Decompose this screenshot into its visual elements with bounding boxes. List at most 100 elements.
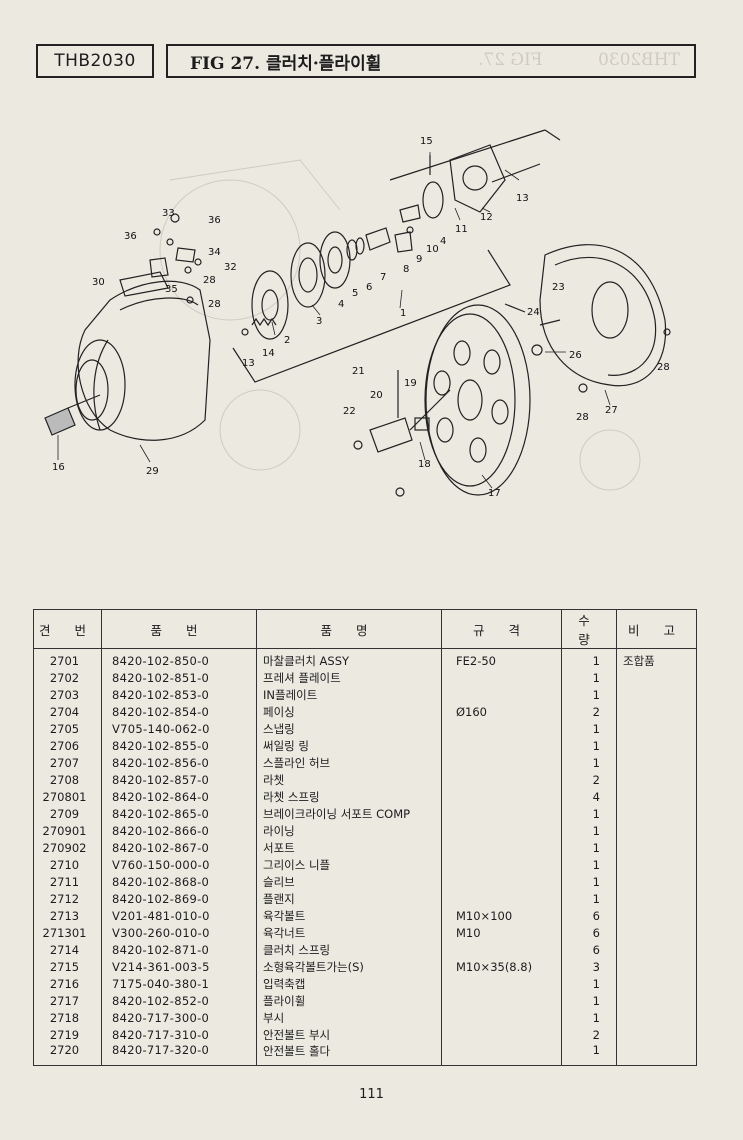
cell-qty: 6 — [561, 907, 617, 924]
cell-spec — [441, 890, 562, 907]
cell-no: 2710 — [33, 856, 102, 873]
cell-part: 8420-102-851-0 — [101, 669, 257, 686]
cell-no: 2705 — [33, 720, 102, 737]
callout: 34 — [208, 247, 221, 258]
callout: 36 — [124, 231, 137, 242]
callout: 2 — [284, 335, 290, 346]
cell-remark — [616, 975, 697, 992]
callout-labels: 15 13 12 11 4 10 9 8 7 6 5 4 1 3 2 14 13… — [52, 136, 670, 499]
cell-spec — [441, 754, 562, 771]
callout: 35 — [165, 284, 178, 295]
cell-qty: 1 — [561, 754, 617, 771]
cell-no: 2714 — [33, 941, 102, 958]
cell-name: 프레셔 플레이트 — [256, 669, 442, 686]
cell-qty: 3 — [561, 958, 617, 975]
brake-cover — [539, 244, 667, 387]
cell-part: 8420-717-320-0 — [101, 1043, 257, 1066]
cell-remark — [616, 958, 697, 975]
cell-qty: 1 — [561, 737, 617, 754]
cell-name: 입력축캡 — [256, 975, 442, 992]
cell-name: 페이싱 — [256, 703, 442, 720]
callout: 13 — [516, 193, 529, 204]
cell-no: 270902 — [33, 839, 102, 856]
callout: 20 — [370, 390, 383, 401]
cell-spec — [441, 839, 562, 856]
cell-spec — [441, 1043, 562, 1066]
callout: 28 — [208, 299, 221, 310]
cell-remark — [616, 890, 697, 907]
cell-spec — [441, 720, 562, 737]
cell-name: 그리이스 니플 — [256, 856, 442, 873]
cell-no: 2707 — [33, 754, 102, 771]
cell-no: 2703 — [33, 686, 102, 703]
column-header: 규 격 — [441, 609, 562, 649]
cell-part: 8420-717-310-0 — [101, 1026, 257, 1043]
cell-name: 마찰클러치 ASSY — [256, 648, 442, 669]
cell-name: 육각볼트 — [256, 907, 442, 924]
cell-qty: 1 — [561, 648, 617, 669]
column-header: 비 고 — [616, 609, 697, 649]
cell-qty: 1 — [561, 890, 617, 907]
cell-spec — [441, 686, 562, 703]
callout: 33 — [162, 208, 175, 219]
cell-no: 270901 — [33, 822, 102, 839]
flywheel — [424, 304, 531, 496]
cell-name: 안전볼트 부시 — [256, 1026, 442, 1043]
callout: 28 — [203, 275, 216, 286]
cell-spec — [441, 856, 562, 873]
cell-no: 2718 — [33, 1009, 102, 1026]
input-shaft-cap — [44, 394, 101, 436]
cell-no: 2713 — [33, 907, 102, 924]
cell-spec: M10 — [441, 924, 562, 941]
cell-part: 8420-102-868-0 — [101, 873, 257, 890]
cell-remark — [616, 669, 697, 686]
cell-spec — [441, 805, 562, 822]
cell-qty: 1 — [561, 720, 617, 737]
cell-name: 써일링 링 — [256, 737, 442, 754]
cell-name: 소형육각볼트가는(S) — [256, 958, 442, 975]
cell-no: 2711 — [33, 873, 102, 890]
cell-qty: 2 — [561, 771, 617, 788]
cell-qty: 6 — [561, 924, 617, 941]
cell-spec — [441, 788, 562, 805]
cell-qty: 1 — [561, 669, 617, 686]
cell-spec — [441, 941, 562, 958]
callout: 11 — [455, 224, 468, 235]
callout: 10 — [426, 244, 439, 255]
cell-name: 육각너트 — [256, 924, 442, 941]
callout: 13 — [242, 358, 255, 369]
cell-spec — [441, 975, 562, 992]
cell-spec — [441, 771, 562, 788]
callout: 8 — [403, 264, 409, 275]
cell-remark — [616, 1026, 697, 1043]
cell-name: 서포트 — [256, 839, 442, 856]
cell-remark — [616, 686, 697, 703]
page-number: 111 — [359, 1087, 384, 1102]
callout: 14 — [262, 348, 275, 359]
cell-no: 2720 — [33, 1043, 102, 1066]
cell-remark — [616, 941, 697, 958]
cell-part: 8420-102-856-0 — [101, 754, 257, 771]
bleed-through-text: FIG 27. — [478, 50, 543, 70]
cell-part: 8420-102-865-0 — [101, 805, 257, 822]
cell-part: V214-361-003-5 — [101, 958, 257, 975]
callout: 24 — [527, 307, 540, 318]
cell-spec — [441, 822, 562, 839]
cell-name: 라쳇 — [256, 771, 442, 788]
cell-spec: FE2-50 — [441, 648, 562, 669]
cell-no: 271301 — [33, 924, 102, 941]
cell-spec: M10×35(8.8) — [441, 958, 562, 975]
cell-qty: 1 — [561, 822, 617, 839]
cell-name: 플라이휠 — [256, 992, 442, 1009]
callout: 17 — [488, 488, 501, 499]
callout: 36 — [208, 215, 221, 226]
cell-part: 8420-102-853-0 — [101, 686, 257, 703]
cell-remark: 조합품 — [616, 648, 697, 669]
cell-remark — [616, 805, 697, 822]
